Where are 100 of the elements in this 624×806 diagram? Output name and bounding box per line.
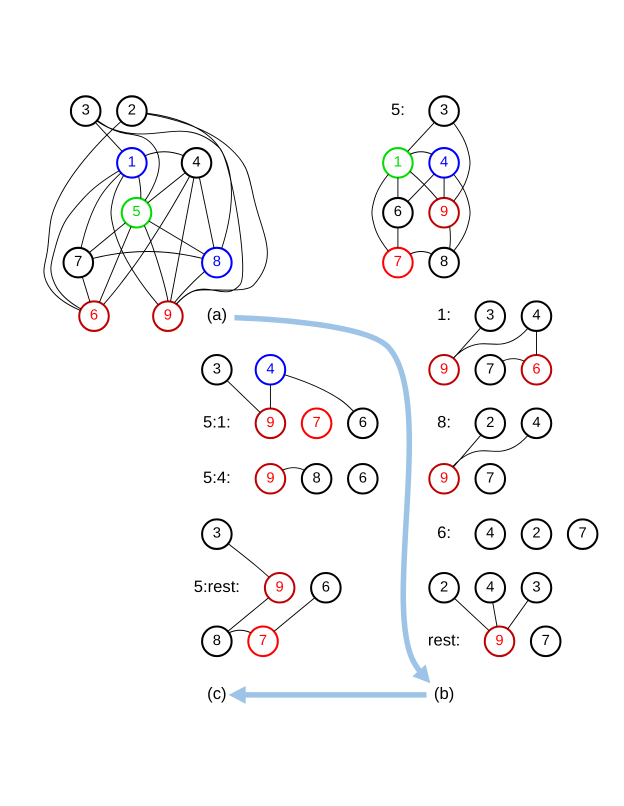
- label: 5:: [390, 100, 405, 120]
- connector: [410, 251, 432, 254]
- node-text: (a): [206, 305, 228, 324]
- connector: [449, 226, 451, 250]
- node-circle: 9: [428, 462, 460, 495]
- label: 1:: [437, 305, 452, 324]
- node-circle: 7: [247, 626, 279, 658]
- label: 6:: [437, 523, 452, 542]
- node-circle: 6: [347, 408, 379, 440]
- node-circle: 7: [382, 246, 414, 278]
- label: 5:1:: [202, 412, 231, 432]
- node-circle: 4: [520, 408, 552, 440]
- connector: [452, 434, 482, 468]
- arrow: [234, 314, 430, 684]
- connector: [148, 220, 205, 255]
- connector: [454, 598, 490, 632]
- node-circle: 7: [474, 462, 506, 495]
- node-circle: 7: [530, 626, 562, 658]
- connector: [453, 174, 471, 252]
- connector: [284, 374, 354, 412]
- connector: [50, 170, 120, 310]
- connector: [492, 602, 498, 627]
- connector: [144, 151, 184, 156]
- node-circle: 8: [300, 462, 332, 495]
- node-circle: 8: [428, 246, 460, 278]
- connector: [147, 172, 186, 204]
- connector: [274, 597, 316, 632]
- node-circle: 9: [254, 408, 286, 440]
- connector: [270, 384, 271, 409]
- node-circle: 6: [310, 572, 342, 604]
- node-circle: 3: [520, 572, 552, 604]
- node-circle: 6: [78, 300, 110, 332]
- connector: [80, 172, 122, 248]
- connector: [444, 177, 445, 198]
- node-circle: 3: [474, 300, 506, 332]
- node-text: (c): [207, 684, 227, 703]
- connector: [502, 358, 525, 362]
- node-circle: 8: [201, 246, 233, 278]
- connector: [228, 543, 270, 578]
- node-circle: 5: [120, 196, 152, 228]
- node-circle: 1: [116, 147, 148, 179]
- node-text: (b): [434, 684, 454, 703]
- node-circle: 4: [474, 518, 506, 550]
- connector: [228, 597, 269, 632]
- node-circle: 8: [201, 626, 233, 658]
- node-circle: 6: [382, 196, 414, 228]
- node-circle: 6: [347, 462, 379, 495]
- node-circle: 6: [520, 354, 552, 386]
- label: 5:4:: [202, 468, 231, 487]
- connector: [95, 122, 123, 152]
- connector: [44, 120, 122, 311]
- connector: [89, 222, 126, 253]
- connector: [282, 467, 305, 471]
- node-circle: 4: [428, 147, 460, 179]
- node-circle: 4: [520, 300, 552, 332]
- node-circle: 4: [474, 572, 506, 604]
- node-circle: 9: [152, 300, 184, 332]
- connector: [146, 112, 232, 249]
- node-circle: 3: [201, 354, 233, 386]
- node-circle: 7: [62, 246, 94, 278]
- node-circle: 3: [201, 518, 233, 550]
- connector: [146, 113, 268, 304]
- node-circle: 9: [428, 196, 460, 228]
- node-circle: 9: [484, 626, 516, 658]
- node-circle: 9: [254, 462, 286, 495]
- connector: [371, 174, 389, 252]
- connector: [96, 120, 244, 304]
- node-circle: 7: [474, 354, 506, 386]
- connector: [452, 122, 470, 202]
- node-circle: 2: [520, 518, 552, 550]
- connector: [452, 434, 528, 468]
- node-circle: 4: [254, 354, 286, 386]
- connector: [92, 251, 203, 259]
- label: 8:: [437, 412, 452, 432]
- node-circle: 9: [264, 572, 296, 604]
- connector: [536, 330, 537, 356]
- node-circle: 4: [180, 147, 212, 179]
- node-circle: 3: [428, 95, 460, 127]
- label: rest:: [428, 630, 460, 650]
- node-circle: 2: [428, 572, 460, 604]
- connector: [82, 276, 90, 302]
- connector: [226, 380, 261, 413]
- node-circle: 9: [428, 354, 460, 386]
- connector: [103, 176, 190, 305]
- connector: [170, 177, 194, 302]
- connector: [99, 226, 132, 303]
- connector: [507, 600, 529, 630]
- node-circle: 1: [382, 147, 414, 179]
- connector: [397, 177, 398, 198]
- connector: [397, 227, 398, 248]
- node-circle: 2: [116, 95, 148, 127]
- connector: [110, 175, 159, 306]
- connector: [407, 122, 435, 152]
- label: 5:rest:: [194, 576, 240, 596]
- node-circle: 7: [300, 408, 332, 440]
- connector: [96, 120, 160, 202]
- node-circle: 3: [70, 95, 102, 127]
- connector: [144, 225, 168, 302]
- connector: [453, 328, 528, 358]
- arrow: [228, 686, 426, 704]
